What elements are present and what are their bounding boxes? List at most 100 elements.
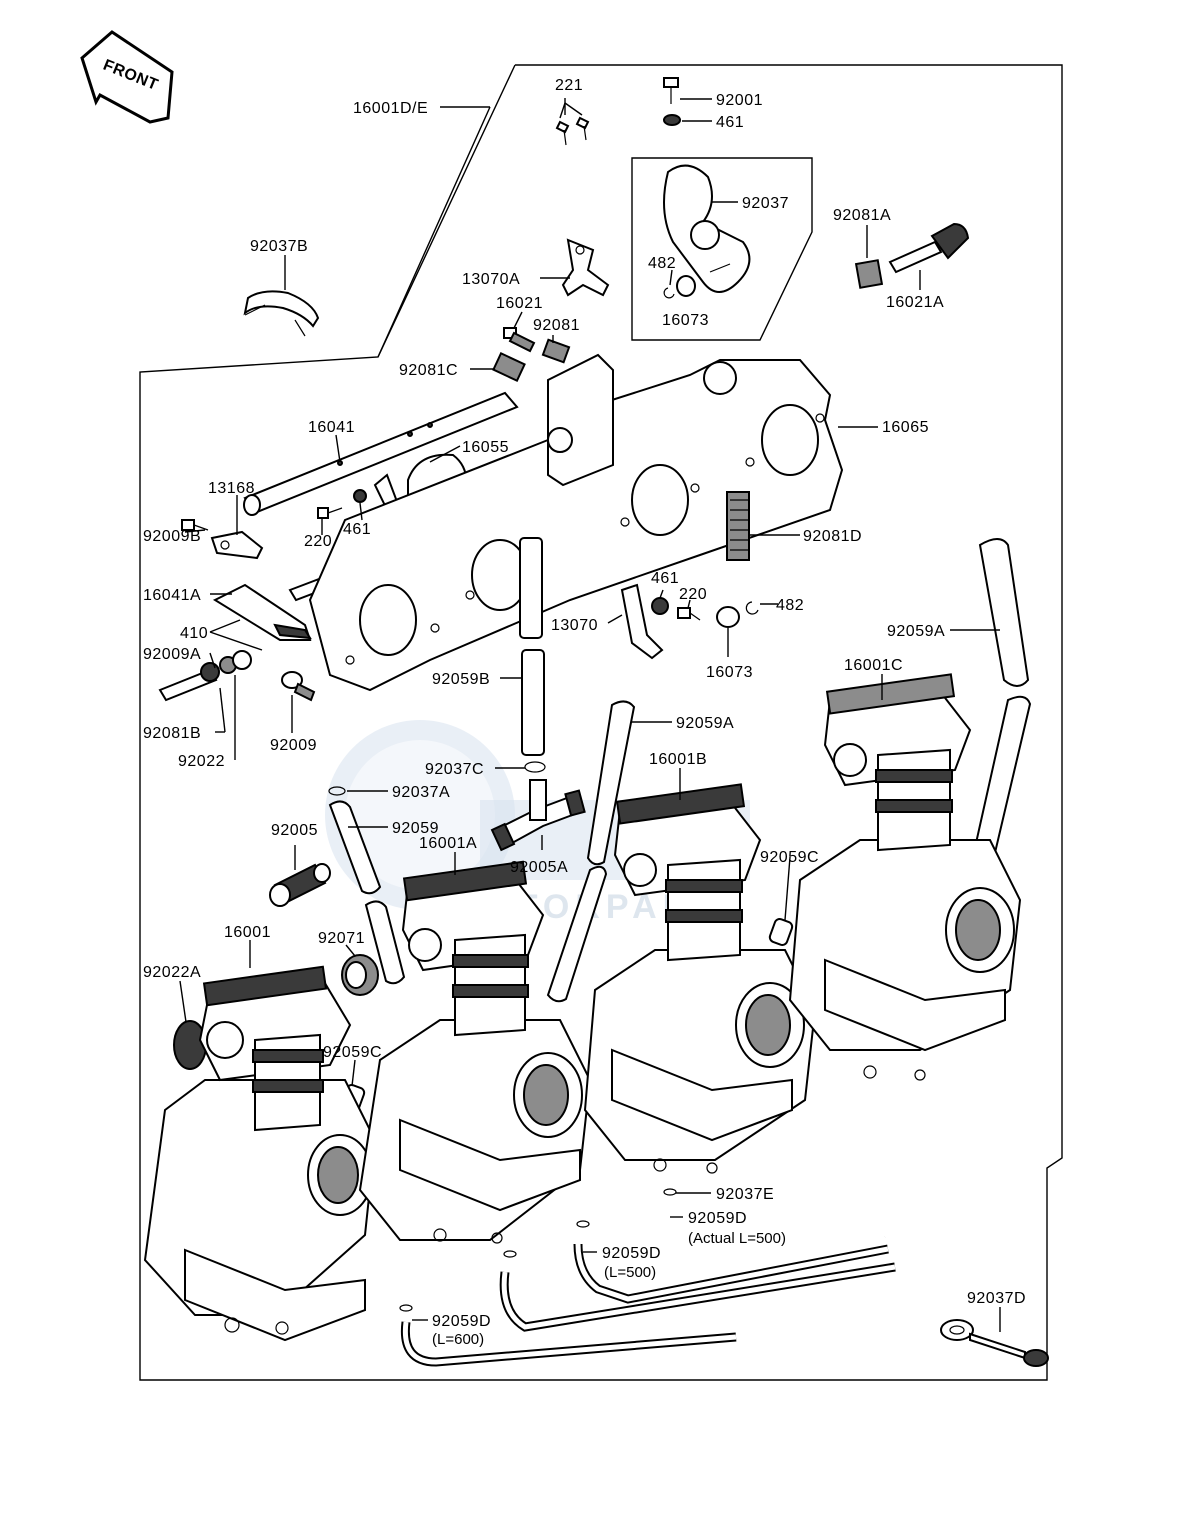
label-92059D-actual: 92059D	[688, 1210, 747, 1227]
label-221: 221	[555, 77, 583, 94]
label-92005: 92005	[271, 822, 318, 839]
tube-92059A-right	[978, 538, 1030, 687]
label-16001A: 16001A	[419, 835, 477, 852]
lever-13168	[210, 530, 264, 560]
screw-16021A	[888, 222, 970, 274]
oring-small-2	[503, 1250, 517, 1258]
oring-small-3	[399, 1304, 413, 1312]
label-92009B: 92009B	[143, 528, 201, 545]
carburetor-16001B	[583, 783, 817, 1174]
label-461-right: 461	[651, 570, 679, 587]
label-92005A: 92005A	[510, 859, 568, 876]
hose-92059D-500-inner	[575, 1243, 889, 1302]
spring-92081D	[726, 491, 750, 561]
screw-220-mid	[317, 507, 343, 519]
label-461-mid: 461	[343, 521, 371, 538]
outline-frame	[139, 64, 1063, 1381]
label-410: 410	[180, 625, 208, 642]
label-92037E: 92037E	[716, 1186, 774, 1203]
label-16041: 16041	[308, 419, 355, 436]
label-92081A: 92081A	[833, 207, 891, 224]
hose-92059D-600-a-inner	[501, 1264, 896, 1330]
label-92081: 92081	[533, 317, 580, 334]
label-16073-top: 16073	[662, 312, 709, 329]
label-16065: 16065	[882, 419, 929, 436]
plug-92059C-right	[768, 918, 794, 946]
spring-16073-top	[676, 275, 696, 297]
spring-16073-right	[716, 606, 740, 628]
label-92037A: 92037A	[392, 784, 450, 801]
label-92071: 92071	[318, 930, 365, 947]
label-92022: 92022	[178, 753, 225, 770]
hose-92059D-600-inner	[402, 1321, 737, 1365]
shaft-16041	[243, 391, 519, 516]
spring-92081A	[854, 259, 884, 289]
label-92001: 92001	[716, 92, 763, 109]
label-92081C: 92081C	[399, 362, 458, 379]
label-92059A-mid: 92059A	[676, 715, 734, 732]
leader-lines	[179, 98, 1001, 1332]
washer-461-mid	[353, 489, 367, 503]
oring-small-1	[576, 1220, 590, 1228]
washer-461-top	[663, 114, 681, 126]
tube-92059B-upper	[519, 537, 543, 639]
label-92037C: 92037C	[425, 761, 484, 778]
label-92059A-right: 92059A	[887, 623, 945, 640]
label-92022A: 92022A	[143, 964, 201, 981]
clip-92037B	[243, 290, 320, 337]
arm-16041A	[212, 583, 312, 641]
spring-92081C	[492, 352, 526, 382]
clip-482-top	[663, 287, 675, 299]
lever-13070	[620, 583, 664, 660]
label-92009: 92009	[270, 737, 317, 754]
screw-92009	[281, 671, 316, 702]
cap-92022A	[173, 1020, 207, 1070]
screw-16021	[503, 327, 536, 353]
label-92059D-600-length: (L=600)	[432, 1331, 484, 1348]
label-92059D-600: 92059D	[432, 1313, 491, 1330]
label-13070A: 13070A	[462, 271, 520, 288]
lever-13070A	[561, 238, 610, 297]
label-16041A: 16041A	[143, 587, 201, 604]
carburetor-16001C	[788, 673, 1022, 1081]
label-461-top: 461	[716, 114, 744, 131]
label-13070: 13070	[551, 617, 598, 634]
label-16021: 16021	[496, 295, 543, 312]
front-arrow: FRONT	[80, 30, 174, 124]
label-92059D-500-length: (L=500)	[604, 1264, 656, 1281]
label-92081D: 92081D	[803, 528, 862, 545]
plate-16065	[308, 353, 844, 692]
oring-92037C	[524, 761, 546, 773]
label-92037D: 92037D	[967, 1290, 1026, 1307]
tee-92005A	[490, 779, 586, 852]
label-16001DE: 16001D/E	[353, 100, 428, 117]
label-16073-right: 16073	[706, 664, 753, 681]
label-16021A: 16021A	[886, 294, 944, 311]
screw-92001	[663, 77, 679, 104]
label-92037B: 92037B	[250, 238, 308, 255]
bracket-92037	[663, 164, 751, 293]
oring-92037A	[328, 786, 346, 796]
label-482-top: 482	[648, 255, 676, 272]
label-92059B: 92059B	[432, 671, 490, 688]
oring-92037E	[663, 1188, 677, 1196]
label-92059: 92059	[392, 820, 439, 837]
screws-221	[555, 116, 590, 146]
label-220-mid: 220	[304, 533, 332, 550]
tube-92059B-lower	[521, 649, 545, 756]
label-92037: 92037	[742, 195, 789, 212]
carburetor-16001A	[358, 860, 592, 1244]
label-16001B: 16001B	[649, 751, 707, 768]
screw-92009B	[181, 519, 209, 531]
label-16001C: 16001C	[844, 657, 903, 674]
label-92059D-actual-length: (Actual L=500)	[688, 1230, 786, 1247]
part-labels: 16001D/E 221 92001 461 92037 92081A 1602…	[143, 77, 1026, 1348]
label-92059C-right: 92059C	[760, 849, 819, 866]
label-13168: 13168	[208, 480, 255, 497]
tube-92059A-mid-lower	[546, 865, 608, 1003]
screw-220-right	[677, 607, 701, 621]
inset-box	[631, 157, 813, 341]
tube-92059	[328, 800, 382, 895]
strap-92037D	[940, 1319, 1049, 1367]
